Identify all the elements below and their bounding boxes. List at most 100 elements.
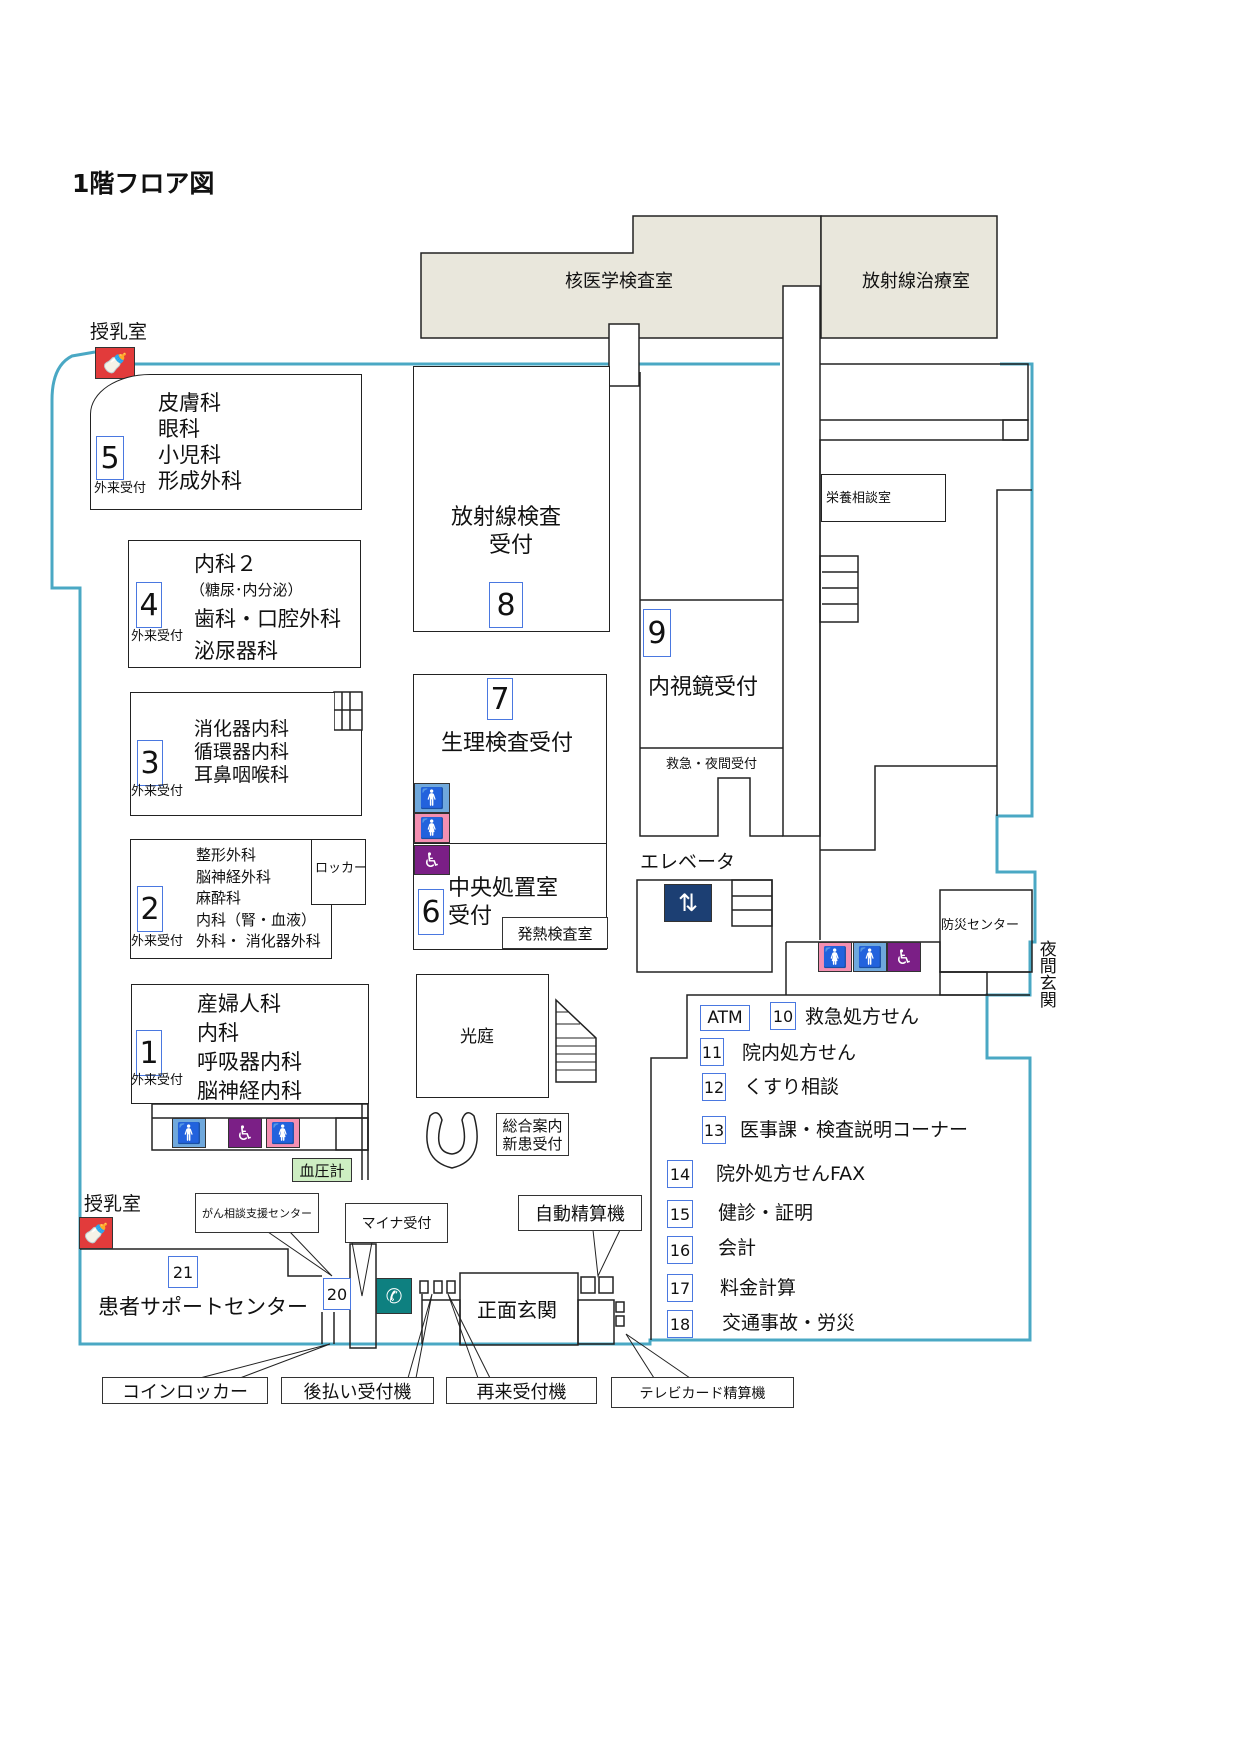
block-1-room (131, 984, 369, 1104)
block-1-reception: 外来受付 (131, 1073, 184, 1088)
revisit-reception-callout: 再来受付機 (446, 1377, 597, 1404)
block-4-reception: 外来受付 (131, 629, 184, 644)
counter-10-badge: 10 (770, 1002, 796, 1030)
endoscopy-badge: 9 (643, 609, 671, 657)
counter-13-badge: 13 (702, 1116, 726, 1144)
block-5-reception: 外来受付 (94, 481, 147, 496)
elevator-icon: ⇅ (664, 884, 712, 922)
block-3-reception: 外来受付 (131, 784, 184, 799)
treatment-label: 中央処置室 (448, 876, 559, 901)
dept: 内科 (197, 1021, 239, 1045)
nursing-room-top-label: 授乳室 (90, 321, 148, 343)
counter-16-badge: 16 (667, 1236, 693, 1264)
block-3-room (130, 692, 334, 816)
womens-restroom-icon: 🚺 (266, 1118, 300, 1148)
counter-14-label: 院外処方せんFAX (716, 1163, 866, 1185)
dept: 内科２ (194, 552, 257, 576)
radiotherapy-room-shape (820, 215, 998, 339)
nursing-room-bottom-label: 授乳室 (84, 1193, 142, 1215)
tv-card-callout: テレビカード精算機 (611, 1377, 794, 1408)
elevator-label: エレベータ (640, 851, 736, 873)
physiology-badge: 7 (487, 678, 513, 720)
counter-17-badge: 17 (667, 1274, 693, 1302)
block-5-room (90, 374, 362, 510)
mens-restroom-icon: 🚹 (853, 942, 887, 972)
dept: 整形外科 (196, 846, 257, 864)
counter-18-label: 交通事故・労災 (722, 1312, 856, 1334)
coin-locker-callout: コインロッカー (102, 1377, 268, 1404)
courtyard-label: 光庭 (460, 1027, 494, 1047)
counter-15-badge: 15 (667, 1200, 693, 1228)
dept: 消化器内科 (194, 718, 290, 740)
auto-payment-callout: 自動精算機 (518, 1195, 642, 1231)
disaster-center-label: 防災センター (941, 918, 1020, 933)
info-desk-label: 総合案内 (502, 1116, 563, 1135)
counter-10-label: 救急処方せん (805, 1006, 920, 1028)
dept: 循環器内科 (194, 741, 290, 763)
baby-bottle-icon: 🍼 (95, 347, 135, 379)
block-3-badge: 3 (137, 740, 163, 786)
endoscopy-label: 内視鏡受付 (648, 675, 759, 700)
mens-restroom-icon: 🚹 (414, 783, 450, 813)
accessible-restroom-icon: ♿ (414, 845, 450, 875)
dept: 内科（腎・血液） (196, 910, 317, 929)
block-4-badge: 4 (136, 582, 162, 628)
counter-11-label: 院内処方せん (742, 1042, 857, 1064)
treatment-badge: 6 (418, 889, 444, 935)
block-2-departments: 整形外科 脳神経外科 麻酔科 内科（腎・血液） 外科・ 消化器外科 (196, 845, 321, 953)
block-5-badge: 5 (96, 436, 124, 480)
new-patient-label: 新患受付 (502, 1134, 563, 1153)
dept: 形成外科 (158, 469, 242, 493)
block-5-departments: 皮膚科 眼科 小児科 形成外科 (158, 390, 242, 494)
counter-12-badge: 12 (702, 1073, 726, 1101)
dept: 小児科 (158, 443, 221, 467)
nutrition-room (821, 474, 946, 522)
nuclear-medicine-label: 核医学検査室 (565, 271, 673, 292)
counter-12-label: くすり相談 (744, 1076, 840, 1098)
wall (130, 815, 362, 816)
dept: 呼吸器内科 (197, 1050, 302, 1074)
dept: 泌尿器科 (194, 639, 278, 663)
block-3-departments: 消化器内科 循環器内科 耳鼻咽喉科 (194, 718, 289, 787)
wall (361, 730, 362, 816)
dept: 眼科 (158, 417, 200, 441)
counter-20-badge: 20 (323, 1278, 351, 1310)
cancer-center-callout: がん相談支援センター (195, 1193, 319, 1233)
accessible-restroom-icon: ♿ (887, 942, 921, 972)
building-outline (50, 350, 1037, 1346)
dept: 耳鼻咽喉科 (194, 764, 290, 786)
page-title: 1階フロア図 (72, 169, 215, 198)
wall (413, 843, 607, 844)
deferred-payment-callout: 後払い受付機 (281, 1377, 434, 1404)
main-entrance-label: 正面玄関 (477, 1298, 557, 1322)
counter-11-badge: 11 (700, 1038, 724, 1066)
mens-restroom-icon: 🚹 (172, 1118, 206, 1148)
locker-label: ロッカー (315, 861, 368, 876)
block-2-room (130, 839, 332, 959)
atm-badge[interactable]: ATM (700, 1005, 750, 1031)
nutrition-label: 栄養相談室 (826, 491, 892, 506)
counter-16-label: 会計 (718, 1237, 757, 1259)
counter-17-label: 料金計算 (720, 1277, 797, 1299)
radiotherapy-label: 放射線治療室 (862, 271, 970, 292)
womens-restroom-icon: 🚺 (414, 813, 450, 843)
block-2-reception: 外来受付 (131, 934, 184, 949)
radiology-badge: 8 (489, 582, 523, 628)
block-4-room (128, 540, 361, 668)
dept: 歯科・口腔外科 (194, 607, 341, 631)
baby-bottle-icon: 🍼 (79, 1217, 113, 1249)
radiology-label: 放射線検査 (451, 505, 562, 530)
fever-exam-room: 発熱検査室 (502, 917, 608, 949)
dept: （糖尿･内分泌） (190, 581, 303, 599)
womens-restroom-icon: 🚺 (818, 942, 852, 972)
block-1-badge: 1 (136, 1030, 162, 1076)
dept: 産婦人科 (197, 992, 281, 1016)
block-1-departments: 産婦人科 内科 呼吸器内科 脳神経内科 (197, 990, 302, 1106)
emergency-reception-label: 救急・夜間受付 (666, 757, 758, 772)
info-desk[interactable]: 総合案内 新患受付 (496, 1113, 569, 1156)
accessible-restroom-icon: ♿ (228, 1118, 262, 1148)
counter-14-badge: 14 (667, 1160, 693, 1188)
dept: 外科・ 消化器外科 (196, 932, 321, 950)
counter-18-badge: 18 (667, 1310, 693, 1338)
